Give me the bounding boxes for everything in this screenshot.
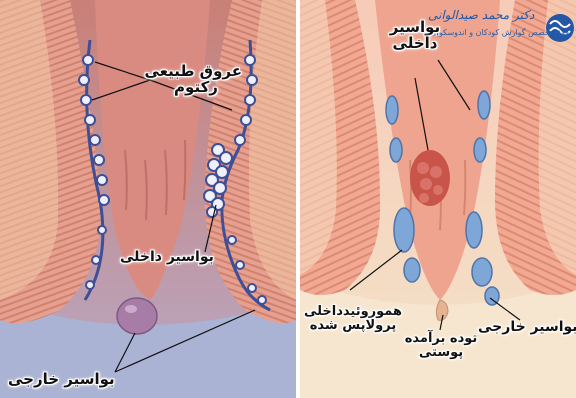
left-external-hemorrhoid-label: بواسیر خارجی <box>8 372 115 388</box>
natural-rectal-veins-label: عروق طبیعی رکتوم <box>150 64 242 96</box>
skin-tag-line1: توده برآمده <box>404 332 478 346</box>
prolapsed-hemorrhoid-label: هموروئیدداخلی پرولاپس شده <box>303 305 403 332</box>
skin-tag-label: توده برآمده پوستی <box>404 332 478 359</box>
natural-veins-line2: رکتوم <box>150 80 242 96</box>
internal-hemorrhoid-line2: داخلی <box>385 36 445 52</box>
right-internal-hemorrhoid-label: بواسیر داخلی <box>385 20 445 52</box>
left-internal-hemorrhoid-label: بواسیر داخلی <box>120 250 214 265</box>
right-external-hemorrhoid-label: بواسیر خارجی <box>478 320 576 335</box>
internal-hemorrhoid-shape <box>410 150 450 206</box>
left-panel-art <box>0 0 296 398</box>
prolapsed-line1: هموروئیدداخلی <box>303 305 403 319</box>
panel-divider <box>296 0 300 398</box>
clinic-logo-subtitle: فوق تخصص گوارش کودکان و اندوسکوپی <box>430 28 569 37</box>
skin-tag-line2: پوستی <box>404 346 478 360</box>
prolapsed-line2: پرولاپس شده <box>303 319 403 333</box>
